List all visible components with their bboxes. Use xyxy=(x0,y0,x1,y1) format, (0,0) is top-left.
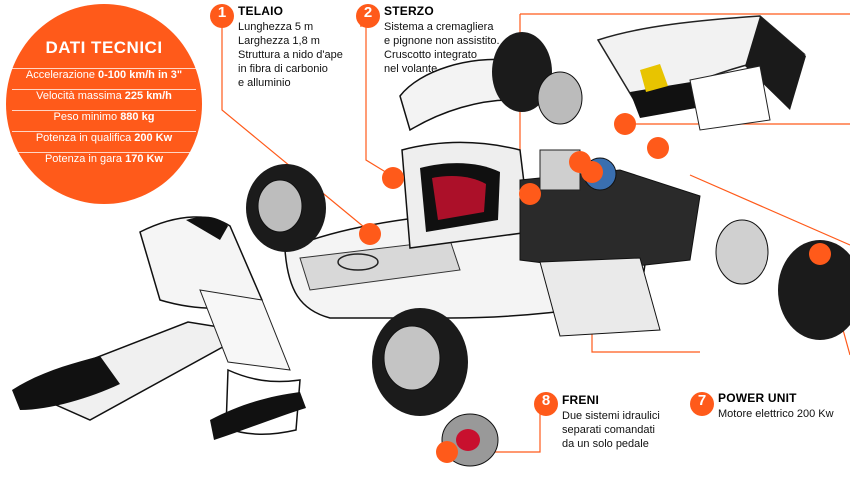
marker-dot xyxy=(382,167,404,189)
spec-label: Velocità massima xyxy=(36,90,125,102)
spec-value: 0-100 km/h in 3" xyxy=(98,69,183,81)
spec-label: Potenza in qualifica xyxy=(35,132,135,144)
spec-row-velocita: Velocità massima 225 km/h xyxy=(12,89,196,110)
marker-dot xyxy=(614,113,636,135)
callout-line: in fibra di carbonio xyxy=(238,63,328,75)
callout-line: Due sistemi idraulici xyxy=(562,410,660,422)
marker-dot xyxy=(436,441,458,463)
callout-text-telaio: Lunghezza 5 m Larghezza 1,8 m Struttura … xyxy=(238,20,343,90)
callout-title-sterzo: STERZO xyxy=(384,4,434,18)
marker-dot xyxy=(569,151,591,173)
callout-line: Lunghezza 5 m xyxy=(238,21,314,33)
wheels xyxy=(246,32,850,467)
callout-title-power-unit: POWER UNIT xyxy=(718,391,797,405)
rear-wing xyxy=(596,15,806,131)
spec-value: 880 kg xyxy=(120,111,155,123)
callout-line: e alluminio xyxy=(238,77,291,89)
callout-line: Cruscotto integrato xyxy=(384,49,477,61)
spec-label: Peso minimo xyxy=(53,111,121,123)
spec-value: 170 Kw xyxy=(125,153,164,165)
spec-label: Accelerazione xyxy=(25,69,99,81)
callout-text-power-unit: Motore elettrico 200 Kw xyxy=(718,407,834,421)
spec-row-accelerazione: Accelerazione 0-100 km/h in 3" xyxy=(12,68,196,89)
callout-line: da un solo pedale xyxy=(562,438,649,450)
spec-row-peso: Peso minimo 880 kg xyxy=(12,110,196,131)
dati-tecnici-panel: DATI TECNICI Accelerazione 0-100 km/h in… xyxy=(6,4,202,204)
callout-text-sterzo: Sistema a cremagliera e pignone non assi… xyxy=(384,20,500,76)
callout-text-freni: Due sistemi idraulici separati comandati… xyxy=(562,409,660,451)
callout-line: Motore elettrico 200 Kw xyxy=(718,408,834,420)
spec-label: Potenza in gara xyxy=(44,153,126,165)
callout-number-2: 2 xyxy=(356,4,380,28)
callout-line: nel volante xyxy=(384,63,438,75)
marker-dot xyxy=(809,243,831,265)
callout-title-freni: FRENI xyxy=(562,393,599,407)
front-wing xyxy=(12,216,306,440)
callout-line: Sistema a cremagliera xyxy=(384,21,494,33)
callout-title-telaio: TELAIO xyxy=(238,4,284,18)
leader-line-susp xyxy=(689,174,850,246)
callout-line: Larghezza 1,8 m xyxy=(238,35,320,47)
callout-number-1: 1 xyxy=(210,4,234,28)
callout-line: e pignone non assistito. xyxy=(384,35,500,47)
callout-line: separati comandati xyxy=(562,424,655,436)
spec-value: 200 Kw xyxy=(134,132,173,144)
spec-row-potenza-qualifica: Potenza in qualifica 200 Kw xyxy=(12,131,196,152)
callout-line: Struttura a nido d'ape xyxy=(238,49,343,61)
spec-row-potenza-gara: Potenza in gara 170 Kw xyxy=(12,152,196,173)
callout-number-8: 8 xyxy=(534,392,558,416)
marker-dot xyxy=(519,183,541,205)
marker-dots xyxy=(359,113,831,463)
marker-dot xyxy=(359,223,381,245)
spec-value: 225 km/h xyxy=(124,90,172,102)
marker-dot xyxy=(647,137,669,159)
dati-tecnici-title: DATI TECNICI xyxy=(45,38,163,57)
callout-number-7: 7 xyxy=(690,392,714,416)
